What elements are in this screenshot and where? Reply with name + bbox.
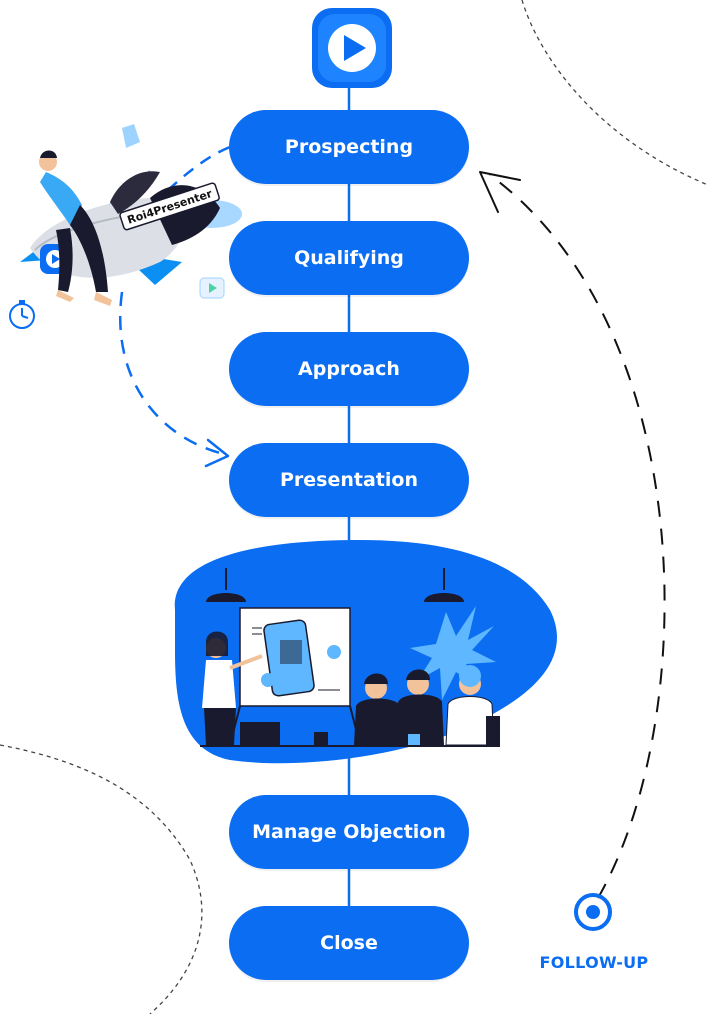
stage-prospecting: Prospecting (229, 110, 469, 184)
stage-label: Qualifying (294, 247, 404, 269)
stopwatch-icon (9, 300, 35, 329)
followup-arrow-path (489, 174, 666, 899)
stage-label: Presentation (280, 469, 418, 491)
followup-arrowhead (479, 171, 521, 213)
rocket-to-presentation-arrow (119, 291, 229, 457)
stage-label: Approach (298, 358, 400, 380)
decorative-curve-top-right (521, 0, 708, 186)
rocket-to-prospecting-link (167, 145, 231, 191)
stage-label: Close (320, 932, 378, 954)
rocket-illustration: Roi4Presenter (20, 150, 242, 306)
top-play-logo-icon (312, 8, 392, 88)
meeting-illustration (174, 540, 557, 764)
rocket-to-presentation-arrowhead (204, 438, 230, 468)
stage-presentation: Presentation (229, 443, 469, 517)
stage-qualifying: Qualifying (229, 221, 469, 295)
stage-manage-objection: Manage Objection (229, 795, 469, 869)
followup-label: FOLLOW-UP (539, 953, 649, 972)
stage-label: Prospecting (284, 136, 414, 158)
small-play-icon (199, 277, 225, 299)
stage-label: Manage Objection (252, 821, 446, 843)
target-icon (574, 893, 612, 931)
decorative-curve-bottom-left (0, 744, 203, 1014)
stage-approach: Approach (229, 332, 469, 406)
document-icon (122, 124, 140, 148)
stage-close: Close (229, 906, 469, 980)
